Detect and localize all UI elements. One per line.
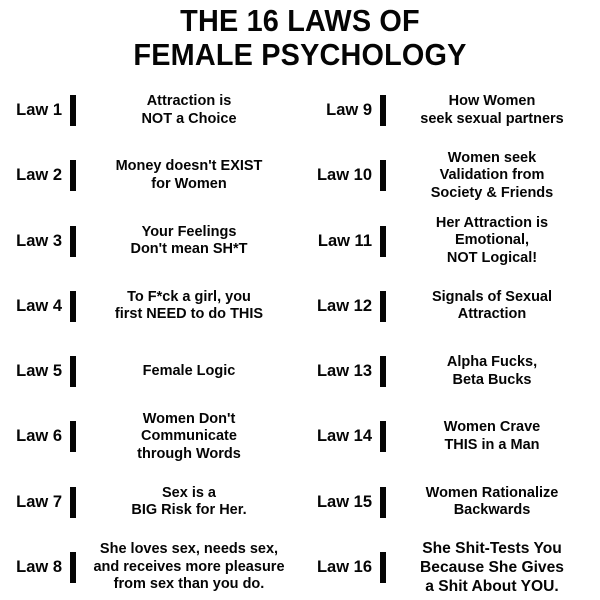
vertical-divider-bar xyxy=(70,290,76,322)
vertical-divider-bar xyxy=(380,356,386,388)
law-row: Law 12 Signals of Sexual Attraction xyxy=(300,274,600,339)
law-row: Law 4 To F*ck a girl, you first NEED to d… xyxy=(0,274,300,339)
law-row: Law 2 Money doesn't EXIST for Women xyxy=(0,143,300,208)
law-number-label: Law 8 xyxy=(16,557,62,576)
law-description: Your Feelings Don't mean SH*T xyxy=(130,223,248,258)
vertical-divider-bar xyxy=(380,421,386,453)
law-number-label: Law 15 xyxy=(316,492,372,511)
vertical-divider-bar xyxy=(380,486,386,518)
law-description: Sex is a BIG Risk for Her. xyxy=(131,484,247,519)
law-number-label: Law 4 xyxy=(16,296,62,315)
law-description: Women Rationalize Backwards xyxy=(425,484,559,519)
law-row: Law 9 How Women seek sexual partners xyxy=(300,78,600,143)
law-description: Women Don't Communicate through Words xyxy=(137,410,241,462)
vertical-divider-bar xyxy=(70,160,76,192)
law-description: Female Logic xyxy=(142,362,236,379)
law-row: Law 16 She Shit-Tests You Because She Giv… xyxy=(300,535,600,600)
law-row: Law 11 Her Attraction is Emotional, NOT L… xyxy=(300,209,600,274)
law-description: Attraction is NOT a Choice xyxy=(141,93,237,127)
law-row: Law 14 Women Crave THIS in a Man xyxy=(300,404,600,469)
law-row: Law 1 Attraction is NOT a Choice xyxy=(0,78,300,143)
law-number-label: Law 1 xyxy=(16,101,62,120)
law-description: Signals of Sexual Attraction xyxy=(431,288,553,323)
page-title: THE 16 LAWS OF FEMALE PSYCHOLOGY xyxy=(0,4,600,72)
vertical-divider-bar xyxy=(70,225,76,257)
law-description: She Shit-Tests You Because She Gives a S… xyxy=(420,539,564,595)
law-number-label: Law 9 xyxy=(326,101,372,120)
law-description: She loves sex, needs sex, and receives m… xyxy=(93,541,285,593)
law-number-label: Law 5 xyxy=(16,362,62,381)
law-number-label: Law 6 xyxy=(16,427,62,446)
law-number-label: Law 7 xyxy=(16,492,62,511)
vertical-divider-bar xyxy=(70,356,76,388)
vertical-divider-bar xyxy=(380,551,386,583)
law-description: Women seek Validation from Society & Fri… xyxy=(430,149,554,201)
law-row: Law 8 She loves sex, needs sex, and recei… xyxy=(0,535,300,600)
law-row: Law 15 Women Rationalize Backwards xyxy=(300,470,600,535)
law-row: Law 5 Female Logic xyxy=(0,339,300,404)
vertical-divider-bar xyxy=(70,551,76,583)
law-number-label: Law 12 xyxy=(316,296,372,315)
law-description: Her Attraction is Emotional, NOT Logical… xyxy=(435,214,549,266)
title-line-1: THE 16 LAWS OF xyxy=(180,3,420,38)
law-row: Law 10 Women seek Validation from Society… xyxy=(300,143,600,208)
law-number-label: Law 2 xyxy=(16,166,62,185)
title-line-2: FEMALE PSYCHOLOGY xyxy=(133,37,467,72)
law-number-label: Law 3 xyxy=(16,231,62,250)
vertical-divider-bar xyxy=(70,421,76,453)
law-number-label: Law 13 xyxy=(316,362,372,381)
vertical-divider-bar xyxy=(380,95,386,127)
law-number-label: Law 10 xyxy=(316,166,372,185)
law-row: Law 6 Women Don't Communicate through Wor… xyxy=(0,404,300,469)
law-number-label: Law 11 xyxy=(317,231,372,250)
law-description: Money doesn't EXIST for Women xyxy=(115,158,263,192)
law-description: Women Crave THIS in a Man xyxy=(443,419,541,453)
law-row: Law 3 Your Feelings Don't mean SH*T xyxy=(0,209,300,274)
law-description: To F*ck a girl, you first NEED to do THI… xyxy=(114,288,264,323)
law-row: Law 7 Sex is a BIG Risk for Her. xyxy=(0,470,300,535)
law-number-label: Law 14 xyxy=(316,427,372,446)
vertical-divider-bar xyxy=(380,225,386,257)
vertical-divider-bar xyxy=(70,486,76,518)
vertical-divider-bar xyxy=(380,290,386,322)
law-description: Alpha Fucks, Beta Bucks xyxy=(446,354,538,388)
law-description: How Women seek sexual partners xyxy=(420,93,564,127)
vertical-divider-bar xyxy=(70,95,76,127)
vertical-divider-bar xyxy=(380,160,386,192)
law-number-label: Law 16 xyxy=(316,557,372,576)
law-row: Law 13 Alpha Fucks, Beta Bucks xyxy=(300,339,600,404)
